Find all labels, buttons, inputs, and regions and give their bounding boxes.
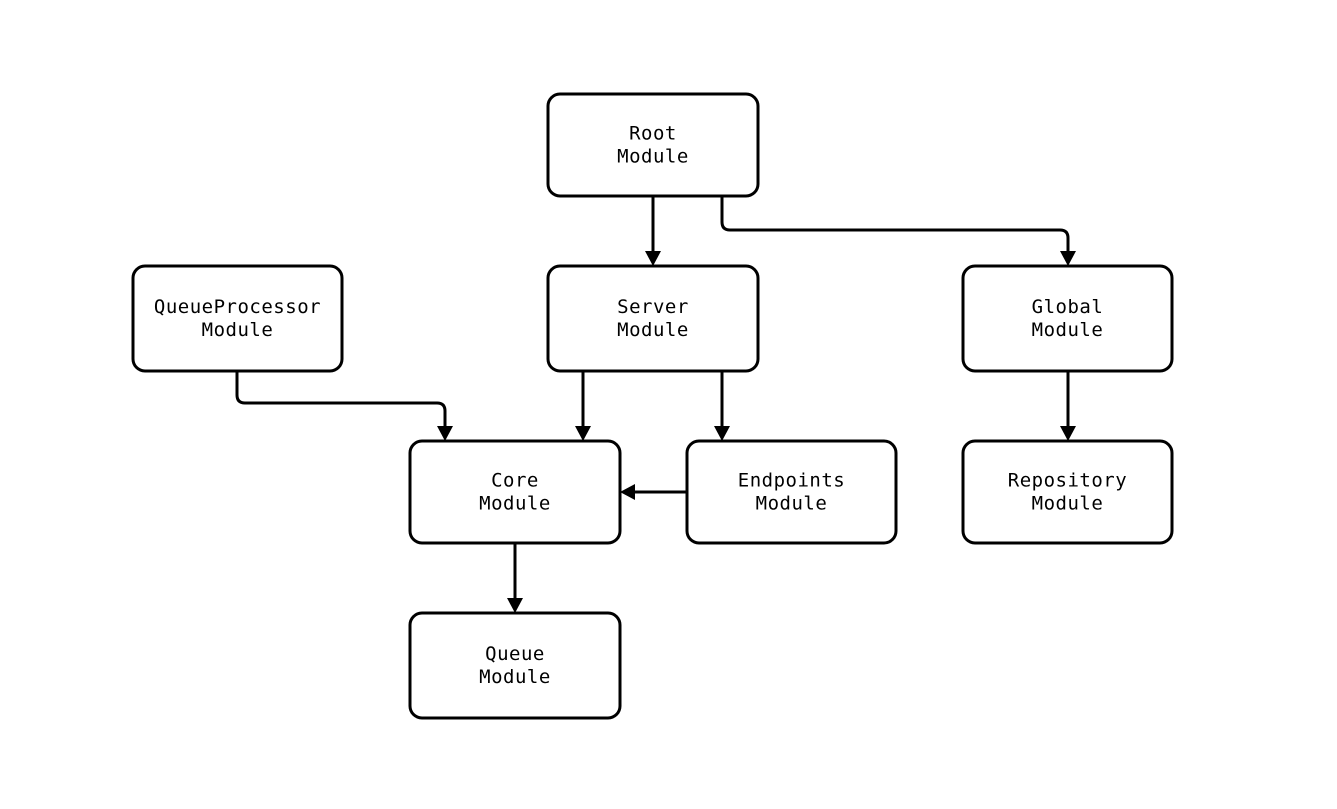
global-module-label-line2: Module: [1032, 319, 1104, 341]
edge-queueprocessor-to-core-line: [235, 371, 447, 427]
edge-queueprocessor-to-core-arrowhead: [437, 426, 453, 441]
queueprocessor-module-label-line2: Module: [202, 319, 274, 341]
edge-server-to-endpoints: [714, 371, 730, 441]
queue-module-label-line1: Queue: [485, 643, 545, 665]
edge-root-to-global-arrowhead: [1060, 251, 1076, 266]
queue-module-box[interactable]: [408, 611, 622, 720]
edge-server-to-core-arrowhead: [575, 426, 591, 441]
server-module-label-line1: Server: [617, 296, 689, 318]
edge-global-to-repository-arrowhead: [1060, 426, 1076, 441]
core-module-label-line1: Core: [491, 470, 539, 492]
endpoints-module-label-line1: Endpoints: [738, 470, 845, 492]
root-module-box[interactable]: [546, 92, 760, 198]
edge-root-to-server-arrowhead: [645, 251, 661, 266]
server-module-box[interactable]: [546, 264, 760, 373]
endpoints-module-box[interactable]: [685, 439, 898, 545]
edge-core-to-queue: [507, 543, 523, 613]
edge-server-to-core: [575, 371, 591, 441]
edge-root-to-server: [645, 196, 661, 266]
core-module-box[interactable]: [408, 439, 622, 545]
edge-global-to-repository: [1060, 371, 1076, 441]
queueprocessor-module-label-line1: QueueProcessor: [154, 296, 321, 318]
repository-module-box[interactable]: [961, 439, 1174, 545]
edge-core-to-queue-arrowhead: [507, 598, 523, 613]
edge-server-to-endpoints-arrowhead: [714, 426, 730, 441]
edges-layer: [235, 196, 1076, 613]
queueprocessor-module-box[interactable]: [131, 264, 344, 373]
edge-endpoints-to-core-arrowhead: [620, 484, 635, 500]
nodes-layer: RootModuleQueueProcessorModuleServerModu…: [131, 92, 1174, 720]
global-module-box[interactable]: [961, 264, 1174, 373]
core-module-label-line2: Module: [479, 493, 551, 515]
repository-module-label-line1: Repository: [1008, 470, 1127, 492]
repository-module-label-line2: Module: [1032, 493, 1104, 515]
edge-queueprocessor-to-core: [235, 371, 453, 441]
root-module-label-line1: Root: [629, 123, 677, 145]
server-module-label-line2: Module: [617, 319, 689, 341]
edge-root-to-global-line: [720, 196, 1070, 252]
root-module-label-line2: Module: [617, 146, 689, 168]
edge-root-to-global: [720, 196, 1076, 266]
queue-module-label-line2: Module: [479, 666, 551, 688]
global-module-label-line1: Global: [1032, 296, 1104, 318]
edge-endpoints-to-core: [620, 484, 687, 500]
endpoints-module-label-line2: Module: [756, 493, 828, 515]
